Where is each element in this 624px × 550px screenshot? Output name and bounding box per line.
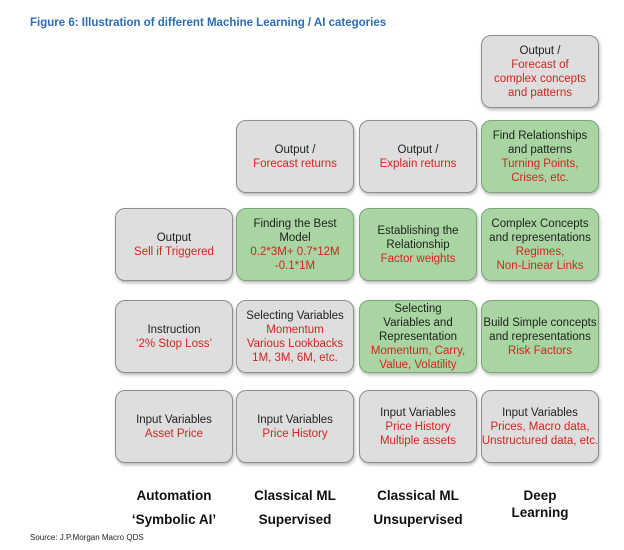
box-heading-line: Find Relationships bbox=[492, 129, 588, 142]
box-detail-line: Momentum, Carry, bbox=[370, 344, 466, 357]
diagram-box: Output /Forecast returns bbox=[236, 120, 354, 193]
box-detail-line: Factor weights bbox=[380, 252, 456, 265]
box-detail-line: Momentum bbox=[266, 323, 324, 336]
column-label-line: Unsupervised bbox=[373, 512, 463, 527]
box-heading-line: Selecting bbox=[394, 302, 442, 315]
box-detail-line: Prices, Macro data, bbox=[490, 420, 590, 433]
diagram-box: Output /Explain returns bbox=[359, 120, 477, 193]
box-heading-line: Variables and bbox=[383, 316, 453, 329]
box-detail-line: Value, Volatility bbox=[379, 358, 457, 371]
box-detail-line: Price History bbox=[385, 420, 451, 433]
box-detail-line: Forecast returns bbox=[253, 157, 337, 170]
box-heading-line: Input Variables bbox=[502, 406, 578, 419]
box-detail-line: Unstructured data, etc. bbox=[481, 434, 599, 447]
box-detail-line: -0.1*1M bbox=[274, 259, 316, 272]
box-detail-line: 1M, 3M, 6M, etc. bbox=[252, 351, 338, 364]
figure-title: Figure 6: Illustration of different Mach… bbox=[30, 17, 387, 29]
column-label-line: Deep bbox=[523, 488, 557, 503]
box-heading-line: and representations bbox=[489, 330, 591, 343]
diagram-box: Instruction‘2% Stop Loss’ bbox=[115, 300, 233, 373]
box-detail-line: Asset Price bbox=[144, 427, 204, 440]
box-heading-line: Input Variables bbox=[380, 406, 456, 419]
box-heading-line: Instruction bbox=[147, 323, 201, 336]
box-detail-line: Multiple assets bbox=[379, 434, 457, 447]
box-detail-line: Various Lookbacks bbox=[246, 337, 344, 350]
column-label-line: Classical ML bbox=[377, 488, 459, 503]
box-detail-line: Regimes, bbox=[515, 245, 565, 258]
box-detail-line: Crises, etc. bbox=[511, 171, 569, 184]
column-label: Classical ML Unsupervised bbox=[358, 484, 478, 532]
column-label-line: Automation bbox=[136, 488, 212, 503]
box-heading-line: Finding the Best bbox=[253, 217, 337, 230]
box-heading-line: Representation bbox=[379, 330, 457, 343]
source-note: Source: J.P.Morgan Macro QDS bbox=[30, 533, 144, 542]
column-label-line: Classical ML bbox=[254, 488, 336, 503]
box-heading-line: Build Simple concepts bbox=[483, 316, 597, 329]
column-label-line: ‘Symbolic AI’ bbox=[131, 512, 217, 527]
box-detail-line: Risk Factors bbox=[508, 344, 572, 357]
box-heading-line: Output / bbox=[519, 44, 561, 57]
box-heading-line: Output bbox=[156, 231, 192, 244]
box-heading-line: Relationship bbox=[386, 238, 450, 251]
column-label-line: Learning bbox=[511, 505, 569, 520]
box-heading-line: Selecting Variables bbox=[246, 309, 344, 322]
column-label: Automation ‘Symbolic AI’ bbox=[114, 484, 234, 532]
box-heading-line: Establishing the bbox=[377, 224, 459, 237]
box-heading-line: Output / bbox=[274, 143, 316, 156]
box-detail-line: Turning Points, bbox=[501, 157, 579, 170]
box-heading-line: Model bbox=[279, 231, 311, 244]
box-detail-line: Forecast of bbox=[511, 58, 569, 71]
box-detail-line: and patterns bbox=[508, 86, 572, 99]
box-detail-line: Sell if Triggered bbox=[134, 245, 214, 258]
box-heading-line: Input Variables bbox=[257, 413, 333, 426]
box-heading-line: and patterns bbox=[508, 143, 572, 156]
column-label-line: Supervised bbox=[258, 512, 332, 527]
column-label: Classical ML Supervised bbox=[235, 484, 355, 532]
box-heading-line: and representations bbox=[489, 231, 591, 244]
box-detail-line: ‘2% Stop Loss’ bbox=[135, 337, 213, 350]
box-heading-line: Output / bbox=[397, 143, 439, 156]
box-detail-line: Price History bbox=[262, 427, 328, 440]
box-heading-line: Input Variables bbox=[136, 413, 212, 426]
box-detail-line: 0.2*3M+ 0.7*12M bbox=[250, 245, 340, 258]
box-heading-line: Complex Concepts bbox=[491, 217, 589, 230]
box-detail-line: Explain returns bbox=[379, 157, 457, 170]
box-detail-line: Non-Linear Links bbox=[496, 259, 584, 272]
box-detail-line: complex concepts bbox=[493, 72, 587, 85]
